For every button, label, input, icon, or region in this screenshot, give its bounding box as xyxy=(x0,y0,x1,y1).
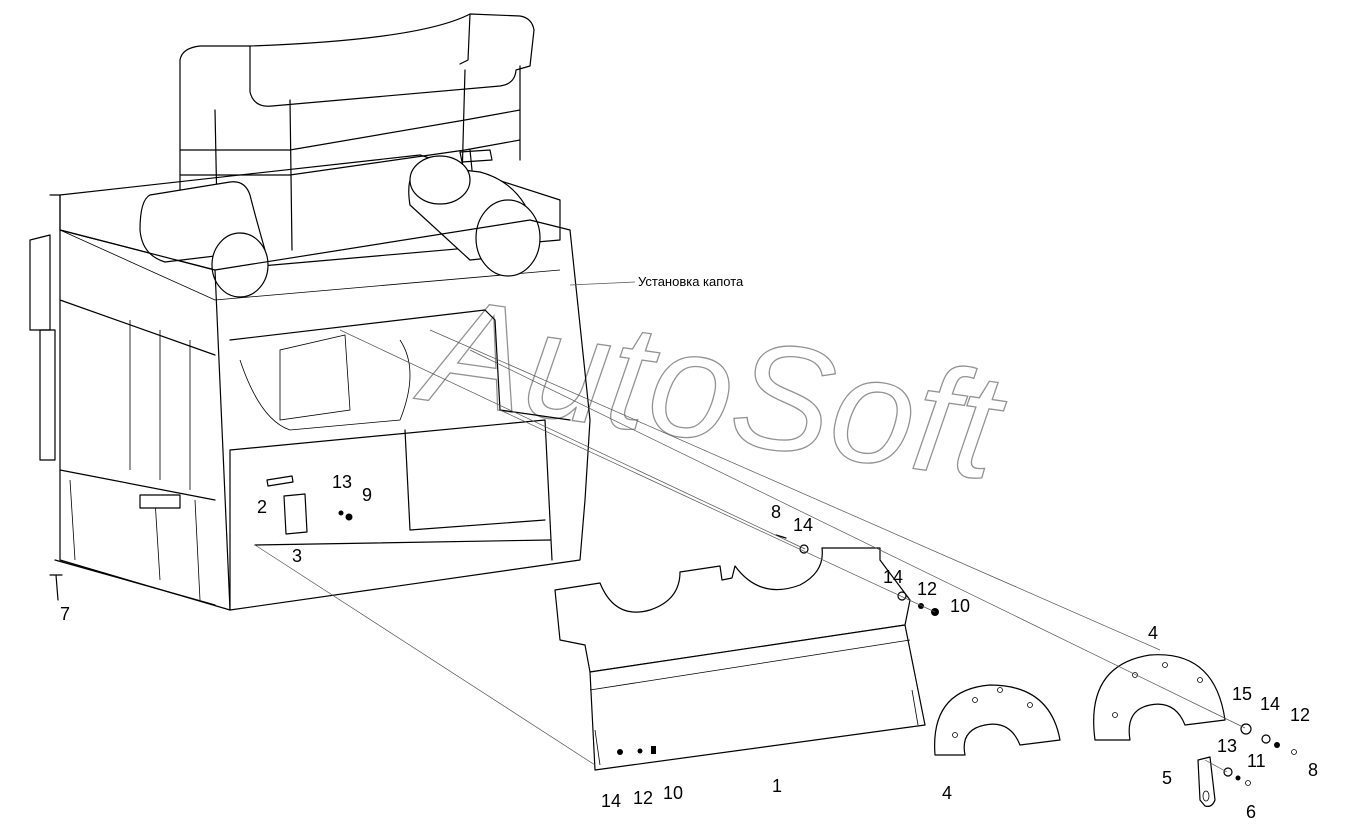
handrail xyxy=(179,13,535,251)
callout-8-top: 8 xyxy=(771,502,781,522)
callout-4-left: 4 xyxy=(942,783,952,803)
callout-12-top: 12 xyxy=(917,579,937,599)
callout-10-top: 10 xyxy=(950,596,970,616)
assembly-label: Установка капота xyxy=(638,274,744,289)
callout-8-right: 8 xyxy=(1308,760,1318,780)
callout-14-right: 14 xyxy=(1260,694,1280,714)
callout-1: 1 xyxy=(772,776,782,796)
callout-12-bottom: 12 xyxy=(633,788,653,808)
callout-3: 3 xyxy=(292,546,302,566)
cab-frame-assembly xyxy=(29,13,591,611)
part-3-cover xyxy=(283,493,308,535)
callout-14-mid: 14 xyxy=(883,567,903,587)
callout-9: 9 xyxy=(362,485,372,505)
cab-body xyxy=(49,194,591,611)
callout-12-right: 12 xyxy=(1290,705,1310,725)
callout-11: 11 xyxy=(1247,751,1266,771)
callout-13-top: 13 xyxy=(332,472,352,492)
explosion-lines xyxy=(254,281,1246,773)
callouts: 1 2 3 4 4 5 6 7 8 8 9 10 10 11 12 12 12 … xyxy=(60,472,1318,822)
callout-14-bottom: 14 xyxy=(601,791,621,811)
callout-10-bottom: 10 xyxy=(663,783,683,803)
callout-4-right: 4 xyxy=(1148,623,1158,643)
part-2-plate xyxy=(266,475,294,487)
callout-13-right: 13 xyxy=(1217,736,1237,756)
part-1-shield xyxy=(554,547,926,771)
part-4-half-ring-right xyxy=(1093,654,1226,741)
part-4-half-ring-left xyxy=(934,684,1061,756)
callout-15: 15 xyxy=(1232,684,1252,704)
callout-7: 7 xyxy=(60,604,70,624)
callout-2: 2 xyxy=(257,497,267,517)
part-5-bracket xyxy=(1197,756,1216,807)
callout-14-top: 14 xyxy=(793,515,813,535)
callout-5: 5 xyxy=(1162,768,1172,788)
callout-6: 6 xyxy=(1246,802,1256,822)
